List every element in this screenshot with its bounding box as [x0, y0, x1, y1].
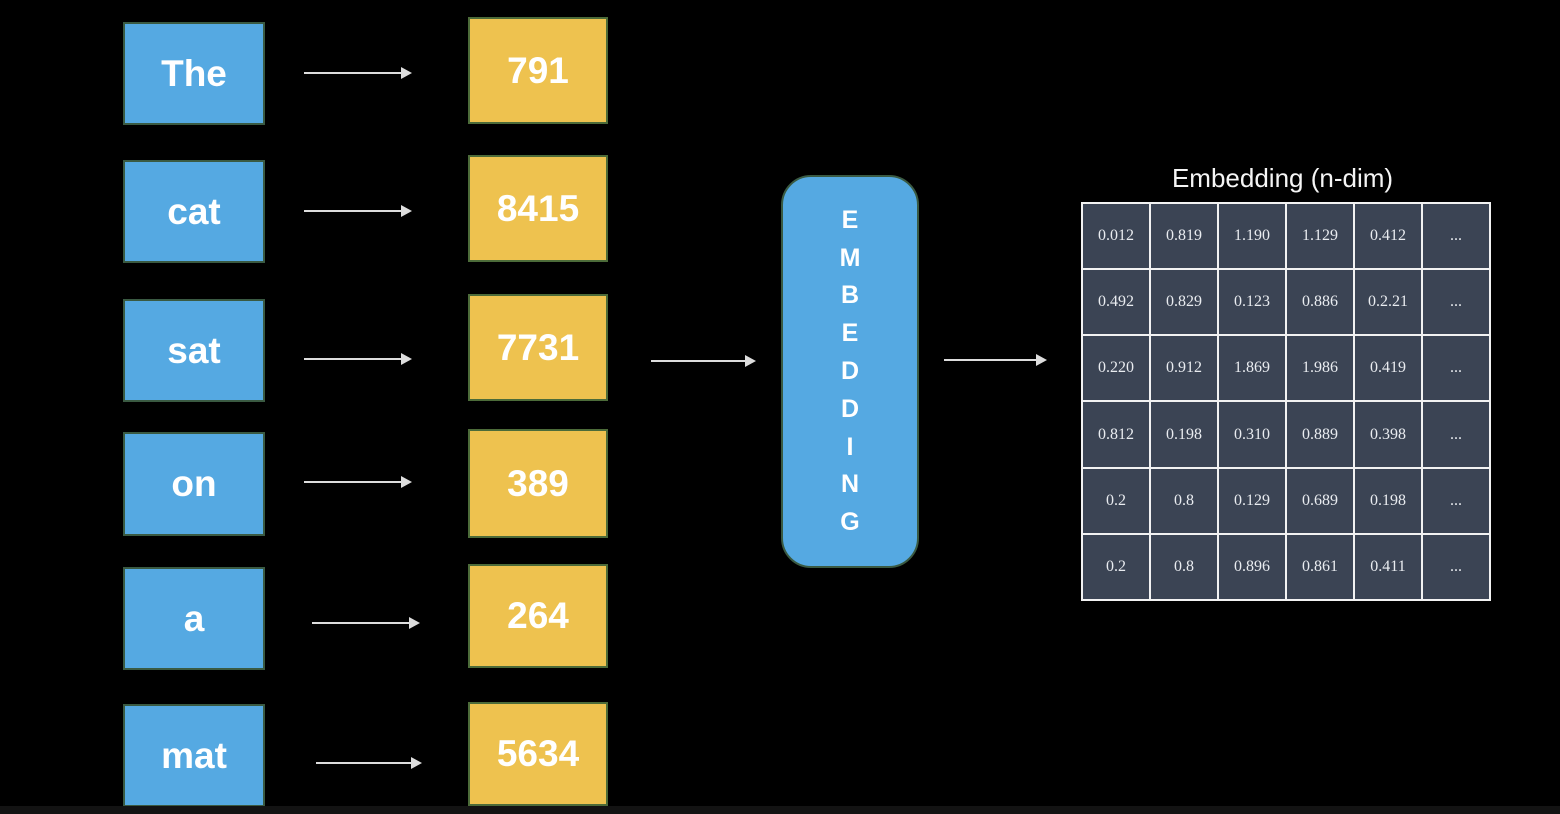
embedding-value-cell: 0.398 [1353, 400, 1423, 469]
token-box: 791 [468, 17, 608, 124]
word-label: mat [161, 734, 227, 776]
table-row: 0.812 0.198 0.310 0.889 0.398 ... [1081, 400, 1491, 469]
token-box: 389 [468, 429, 608, 538]
embedding-value-cell: 0.2 [1081, 532, 1151, 602]
embedding-ellipsis-cell: ... [1421, 268, 1491, 337]
embedding-value-cell: 0.2.21 [1353, 268, 1423, 337]
embedding-ellipsis-cell: ... [1421, 201, 1491, 271]
embedding-letter: M [839, 243, 861, 272]
embedding-letter: B [840, 281, 860, 310]
word-label: a [183, 597, 205, 639]
arrow-icon [944, 354, 1047, 366]
arrow-icon [304, 476, 412, 488]
word-box: The [123, 22, 265, 125]
embedding-ellipsis-cell: ... [1421, 334, 1491, 403]
embedding-value-cell: 1.129 [1285, 201, 1355, 271]
embedding-letter: G [840, 508, 860, 537]
word-box: cat [123, 160, 265, 263]
token-label: 791 [507, 49, 569, 91]
embedding-value-cell: 0.2 [1081, 466, 1151, 535]
arrow-icon [304, 353, 412, 365]
embedding-value-cell: 0.886 [1285, 268, 1355, 337]
token-box: 7731 [468, 294, 608, 401]
embedding-table: 0.012 0.819 1.190 1.129 0.412 ... 0.492 … [1081, 201, 1491, 602]
embedding-value-cell: 0.129 [1217, 466, 1287, 535]
table-row: 0.012 0.819 1.190 1.129 0.412 ... [1081, 201, 1491, 271]
embedding-value-cell: 0.492 [1081, 268, 1151, 337]
embedding-value-cell: 0.310 [1217, 400, 1287, 469]
embedding-value-cell: 0.812 [1081, 400, 1151, 469]
token-box: 5634 [468, 702, 608, 806]
embedding-value-cell: 0.012 [1081, 201, 1151, 271]
word-box: on [123, 432, 265, 536]
embedding-letter: E [841, 205, 859, 234]
token-label: 389 [507, 462, 569, 504]
embedding-letter: N [840, 470, 860, 499]
embedding-ellipsis-cell: ... [1421, 532, 1491, 602]
table-row: 0.2 0.8 0.129 0.689 0.198 ... [1081, 466, 1491, 535]
embedding-value-cell: 0.411 [1353, 532, 1423, 602]
word-label: sat [167, 329, 221, 371]
table-row: 0.492 0.829 0.123 0.886 0.2.21 ... [1081, 268, 1491, 337]
word-label: on [171, 463, 217, 504]
embedding-ellipsis-cell: ... [1421, 400, 1491, 469]
table-row: 0.220 0.912 1.869 1.986 0.419 ... [1081, 334, 1491, 403]
token-box: 8415 [468, 155, 608, 262]
embedding-block: E M B E D D I N G [781, 175, 919, 568]
word-box: sat [123, 299, 265, 402]
arrow-icon [651, 355, 756, 367]
token-label: 8415 [496, 187, 580, 229]
embedding-letter: E [841, 319, 859, 348]
embedding-letter: D [840, 394, 860, 423]
word-box: a [123, 567, 265, 670]
embedding-value-cell: 0.8 [1149, 466, 1219, 535]
word-box: mat [123, 704, 265, 807]
embedding-value-cell: 0.8 [1149, 532, 1219, 602]
embedding-value-cell: 1.869 [1217, 334, 1287, 403]
token-box: 264 [468, 564, 608, 668]
embedding-value-cell: 0.829 [1149, 268, 1219, 337]
embedding-value-cell: 0.819 [1149, 201, 1219, 271]
embedding-value-cell: 1.986 [1285, 334, 1355, 403]
word-label: The [161, 52, 227, 94]
embedding-value-cell: 1.190 [1217, 201, 1287, 271]
embedding-value-cell: 0.889 [1285, 400, 1355, 469]
bottom-letterbox-bar [0, 806, 1560, 814]
embedding-ellipsis-cell: ... [1421, 466, 1491, 535]
embedding-value-cell: 0.220 [1081, 334, 1151, 403]
token-label: 264 [507, 595, 569, 636]
embedding-value-cell: 0.198 [1353, 466, 1423, 535]
embedding-value-cell: 0.198 [1149, 400, 1219, 469]
embedding-letter: I [846, 432, 854, 461]
embedding-value-cell: 0.123 [1217, 268, 1287, 337]
table-row: 0.2 0.8 0.896 0.861 0.411 ... [1081, 532, 1491, 602]
embedding-value-cell: 0.412 [1353, 201, 1423, 271]
arrow-icon [316, 757, 422, 769]
embedding-table-title: Embedding (n-dim) [1171, 163, 1394, 193]
embedding-value-cell: 0.861 [1285, 532, 1355, 602]
token-label: 5634 [496, 733, 580, 774]
arrow-icon [304, 205, 412, 217]
embedding-value-cell: 0.912 [1149, 334, 1219, 403]
word-label: cat [167, 190, 221, 232]
embedding-value-cell: 0.689 [1285, 466, 1355, 535]
embedding-value-cell: 0.896 [1217, 532, 1287, 602]
arrow-icon [312, 617, 420, 629]
embedding-letter: D [840, 356, 860, 385]
token-label: 7731 [496, 326, 580, 368]
embedding-value-cell: 0.419 [1353, 334, 1423, 403]
arrow-icon [304, 67, 412, 79]
